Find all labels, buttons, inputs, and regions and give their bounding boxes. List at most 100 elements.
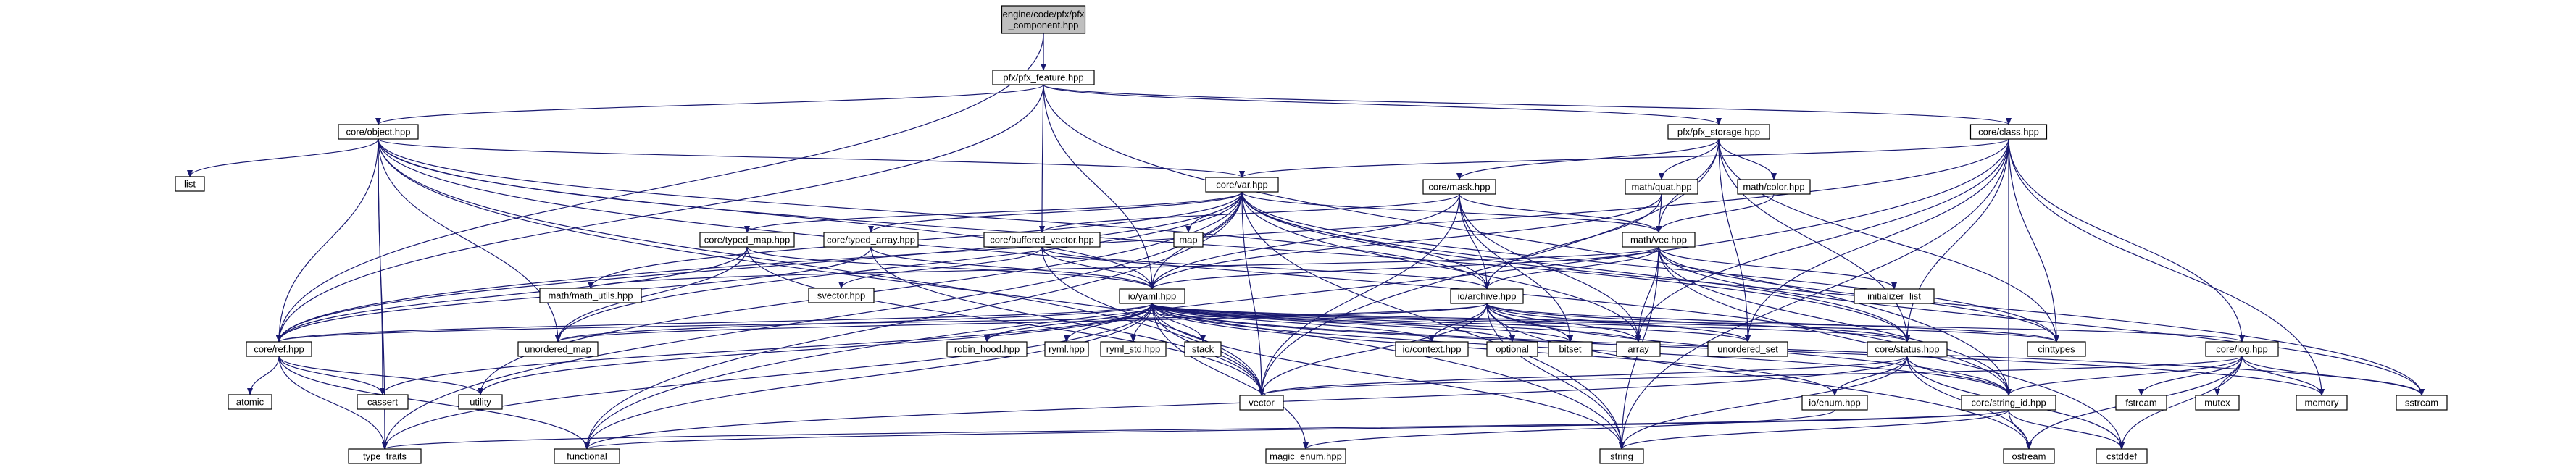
node-mutex: mutex [2195, 395, 2240, 411]
node-io_yaml[interactable]: io/yaml.hpp [1119, 288, 1185, 304]
node-io_context[interactable]: io/context.hpp [1395, 341, 1469, 357]
node-core_var[interactable]: core/var.hpp [1205, 177, 1279, 193]
node-label-optional: optional [1496, 344, 1529, 355]
node-box-core_var [1205, 177, 1279, 193]
node-box-math_utils [539, 288, 642, 303]
node-cinttypes: cinttypes [2027, 341, 2086, 357]
node-label-core_var: core/var.hpp [1216, 180, 1268, 190]
node-io_archive[interactable]: io/archive.hpp [1450, 288, 1524, 304]
edge-io_yaml-to-bitset [1151, 303, 1573, 343]
node-box-core_object [338, 124, 419, 140]
node-core_string_id[interactable]: core/string_id.hpp [1961, 395, 2056, 411]
edge-core_typed_map-to-io_yaml [746, 246, 1155, 290]
edge-io_archive-to-unordered_map [555, 303, 1488, 343]
node-box-io_archive [1450, 288, 1524, 304]
node-box-core_status [1867, 341, 1948, 357]
node-box-sstream [2396, 395, 2448, 411]
node-box-unordered_map [517, 341, 599, 357]
node-label-cstddef: cstddef [2106, 451, 2137, 462]
node-core_class[interactable]: core/class.hpp [1969, 124, 2048, 140]
node-root[interactable]: engine/code/pfx/pfx_component.hpp [1001, 5, 1086, 34]
node-label-vector: vector [1249, 398, 1275, 408]
edge-core_object-to-string [378, 138, 1625, 450]
node-label-unordered_map: unordered_map [525, 344, 591, 355]
node-box-robin_hood [946, 341, 1028, 357]
node-box-io_context [1395, 341, 1469, 357]
edge-core_class-to-core_var [1239, 138, 2009, 178]
node-pfx_storage[interactable]: pfx/pfx_storage.hpp [1667, 124, 1770, 140]
node-label-math_vec: math/vec.hpp [1630, 235, 1687, 246]
node-label-math_utils: math/math_utils.hpp [548, 290, 633, 301]
node-label-core_object: core/object.hpp [346, 127, 411, 138]
node-label-mutex: mutex [2204, 398, 2230, 408]
node-array: array [1616, 341, 1661, 357]
node-math_color[interactable]: math/color.hpp [1737, 179, 1811, 195]
node-box-bitset [1548, 341, 1593, 357]
node-box-stack [1184, 341, 1222, 357]
edge-math_vec-to-array [1635, 246, 1659, 343]
node-math_utils[interactable]: math/math_utils.hpp [539, 288, 642, 303]
node-box-io_yaml [1119, 288, 1185, 304]
node-label-pfx_storage: pfx/pfx_storage.hpp [1677, 127, 1760, 138]
edge-core_var-to-unordered_map [555, 191, 1243, 343]
edge-core_string_id-to-string [1619, 409, 2009, 450]
edge-pfx_feature-to-core_class [1043, 84, 2012, 125]
edge-io_enum-to-magic_enum [1303, 409, 1835, 450]
node-box-io_enum [1801, 395, 1868, 411]
node-pfx_feature[interactable]: pfx/pfx_feature.hpp [992, 70, 1095, 85]
node-core_ref[interactable]: core/ref.hpp [246, 341, 312, 357]
node-stack: stack [1184, 341, 1222, 357]
node-core_mask[interactable]: core/mask.hpp [1422, 179, 1496, 195]
edge-core_mask-to-bitset [1459, 193, 1573, 343]
node-core_log[interactable]: core/log.hpp [2205, 341, 2279, 357]
edge-pfx_feature-to-core_string_id [1043, 84, 2012, 396]
edge-io_yaml-to-type_traits [382, 303, 1153, 450]
node-core_status[interactable]: core/status.hpp [1867, 341, 1948, 357]
edge-io_archive-to-array [1486, 303, 1641, 343]
node-optional: optional [1486, 341, 1538, 357]
node-label-core_mask: core/mask.hpp [1428, 182, 1490, 193]
node-label-ryml: ryml.hpp [1049, 344, 1085, 355]
node-core_typed_array[interactable]: core/typed_array.hpp [823, 232, 919, 248]
edge-core_var-to-core_typed_map [744, 191, 1243, 233]
edge-io_yaml-to-ryml [1064, 303, 1153, 343]
edge-core_string_id-to-functional [584, 409, 2009, 450]
edge-core_mask-to-io_archive [1459, 193, 1490, 290]
edge-io_archive-to-core_ref [276, 303, 1488, 343]
edge-core_class-to-memory [2008, 138, 2325, 396]
edge-core_mask-to-math_vec [1459, 193, 1662, 233]
node-label-type_traits: type_traits [363, 451, 407, 462]
node-box-core_buffered_vector [983, 232, 1101, 248]
edge-math_vec-to-io_archive [1484, 246, 1659, 290]
node-box-core_log [2205, 341, 2279, 357]
node-box-core_mask [1422, 179, 1496, 195]
edge-core_string_id-to-ostream [2008, 409, 2032, 450]
node-core_object[interactable]: core/object.hpp [338, 124, 419, 140]
edge-pfx_storage-to-math_color [1718, 138, 1777, 180]
node-label-cinttypes: cinttypes [2038, 344, 2075, 355]
node-math_quat[interactable]: math/quat.hpp [1625, 179, 1698, 195]
edge-core_mask-to-vector [1259, 193, 1460, 396]
edge-core_status-to-vector [1259, 356, 1908, 396]
node-box-fstream [2115, 395, 2167, 411]
edge-core_mask-to-core_buffered_vector [1039, 193, 1460, 233]
node-label-io_context: io/context.hpp [1403, 344, 1462, 355]
node-math_vec[interactable]: math/vec.hpp [1622, 232, 1696, 248]
node-io_enum[interactable]: io/enum.hpp [1801, 395, 1868, 411]
edge-io_yaml-to-magic_enum [1151, 303, 1309, 450]
node-initializer_list: initializer_list [1854, 288, 1935, 304]
node-box-core_typed_array [823, 232, 919, 248]
node-box-cstddef [2096, 448, 2148, 464]
edge-core_status-to-io_enum [1832, 356, 1908, 396]
node-core_buffered_vector[interactable]: core/buffered_vector.hpp [983, 232, 1101, 248]
node-core_typed_map[interactable]: core/typed_map.hpp [699, 232, 795, 248]
edges-layer [187, 33, 2425, 450]
node-box-cassert [357, 394, 409, 410]
node-box-root [1001, 5, 1086, 34]
node-magic_enum: magic_enum.hpp [1265, 448, 1346, 464]
node-box-cinttypes [2027, 341, 2086, 357]
edge-core_object-to-core_ref [276, 138, 379, 343]
node-label-core_class: core/class.hpp [1978, 127, 2039, 138]
edge-io_yaml-to-cassert [380, 303, 1153, 395]
node-box-memory [2296, 395, 2348, 411]
